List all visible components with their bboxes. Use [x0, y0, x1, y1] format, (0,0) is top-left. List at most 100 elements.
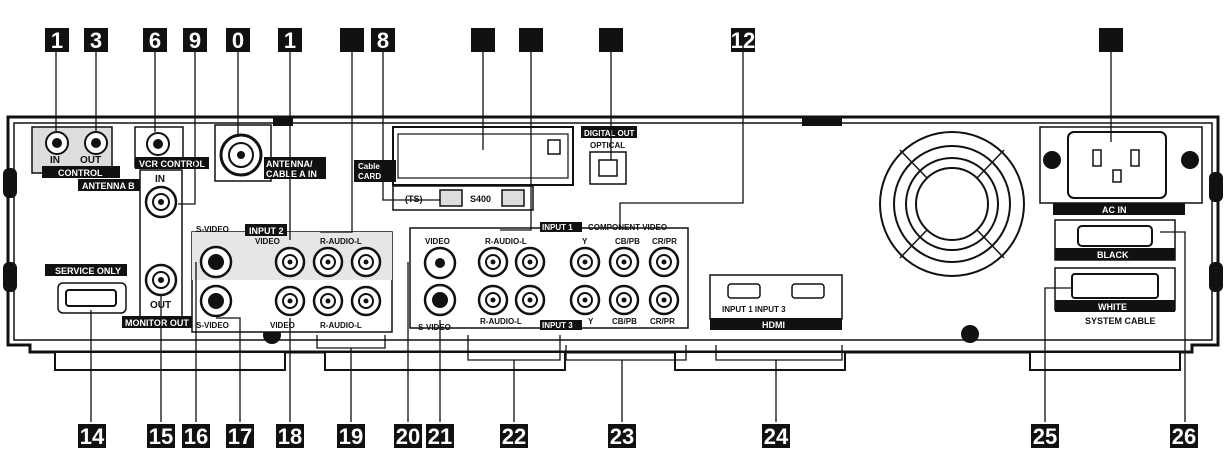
control-in-label: IN	[50, 155, 60, 166]
antenna-a-jack: ANTENNA/ CABLE A IN	[214, 124, 326, 182]
input-2-video-label: VIDEO	[255, 237, 280, 246]
input-2-rca-jack-5	[350, 285, 382, 317]
top-badge-1: 3	[84, 28, 108, 53]
bottom-badge-text-2: 16	[184, 424, 208, 449]
top-badge-11: 12	[731, 28, 755, 53]
cable-card-label-2: CARD	[358, 172, 381, 181]
bottom-badge-text-3: 17	[228, 424, 252, 449]
cable-card-slot: Cable CARD (TS) S400	[354, 126, 574, 211]
ts-label: (TS)	[405, 194, 423, 204]
bottom-badge-text-10: 24	[764, 424, 789, 449]
ac-in-label: AC IN	[1102, 205, 1127, 215]
top-badge-text-3: 9	[189, 28, 201, 53]
input-1-3-rca-jack-8	[608, 284, 640, 316]
ac-in-socket: AC IN	[1039, 126, 1203, 215]
input-1-video-label: VIDEO	[425, 237, 450, 246]
input-1-label: INPUT 1	[542, 223, 573, 232]
input-1-3-rca-jack-6	[514, 284, 546, 316]
input-1-3-rca-jack-3	[608, 246, 640, 278]
white-label: WHITE	[1098, 302, 1127, 312]
input-2-rca-jack-2	[350, 246, 382, 278]
digital-out-label: DIGITAL OUT	[584, 129, 634, 138]
bottom-badge-text-9: 23	[610, 424, 634, 449]
bottom-badge-text-5: 19	[339, 424, 363, 449]
input-3-cb-label: CB/PB	[612, 317, 637, 326]
top-badge-text-7: 8	[377, 28, 389, 53]
bottom-badge-text-8: 22	[502, 424, 526, 449]
bottom-leaders	[90, 231, 1186, 422]
input-1-3-rca-jack-1	[514, 246, 546, 278]
vcr-control-label: VCR CONTROL	[139, 159, 205, 169]
cable-card-label-1: Cable	[358, 162, 380, 171]
antenna-b-in-label: IN	[155, 174, 165, 185]
bottom-badge-1: 15	[147, 424, 175, 449]
bottom-badge-text-6: 20	[396, 424, 420, 449]
monitor-video-label: VIDEO	[270, 321, 295, 330]
cooling-fan	[879, 131, 1025, 277]
top-badge-5: 1	[278, 28, 302, 53]
top-badge-7: 8	[371, 28, 395, 53]
hdmi-inputs-label: INPUT 1 INPUT 3	[722, 305, 786, 314]
top-badge-12	[1099, 28, 1123, 52]
vcr-control-jack: VCR CONTROL	[134, 126, 209, 169]
service-only-label: SERVICE ONLY	[55, 266, 121, 276]
top-badge-text-1: 3	[90, 28, 102, 53]
input-2-rca-jack-4	[312, 285, 344, 317]
black-label: BLACK	[1097, 250, 1129, 260]
input-2-rca-jack-0	[274, 246, 306, 278]
input-1-3-block: INPUT 1 COMPONENT VIDEO VIDEO R-AUDIO-L …	[409, 222, 689, 332]
bottom-badge-7: 21	[426, 424, 454, 449]
input-3-audio-label: R-AUDIO-L	[480, 317, 522, 326]
bottom-badge-text-1: 15	[149, 424, 173, 449]
top-badge-3: 9	[183, 28, 207, 53]
input-2-audio-label: R-AUDIO-L	[320, 237, 362, 246]
top-badge-2: 6	[143, 28, 167, 53]
bottom-badge-text-11: 25	[1033, 424, 1057, 449]
top-badge-9	[519, 28, 543, 52]
input-3-cr-label: CR/PR	[650, 317, 675, 326]
top-leaders	[55, 52, 1112, 240]
top-badge-0: 1	[45, 28, 69, 53]
digital-out-optical: DIGITAL OUT OPTICAL	[581, 126, 637, 185]
input-2-rca-jack-3	[274, 285, 306, 317]
input-1-3-rca-jack-9	[648, 284, 680, 316]
input-3-label: INPUT 3	[542, 321, 573, 330]
input-2-block: INPUT 2 S-VIDEO VIDEO R-AUDIO-L S-VIDEO …	[191, 224, 393, 333]
input-1-y-label: Y	[582, 237, 588, 246]
bottom-badge-11: 25	[1031, 424, 1059, 449]
top-badge-8	[471, 28, 495, 52]
bottom-badge-12: 26	[1170, 424, 1198, 449]
monitor-audio-label: R-AUDIO-L	[320, 321, 362, 330]
control-label: CONTROL	[58, 168, 103, 178]
top-badge-text-5: 1	[284, 28, 296, 53]
top-badge-text-0: 1	[51, 28, 63, 53]
hdmi-block: INPUT 1 INPUT 3 HDMI	[709, 274, 843, 330]
monitor-out-label: MONITOR OUT	[125, 318, 189, 328]
top-badge-text-11: 12	[731, 28, 755, 53]
input-2-svideo-label: S-VIDEO	[196, 225, 229, 234]
bottom-badge-5: 19	[337, 424, 365, 449]
input-1-cb-label: CB/PB	[615, 237, 640, 246]
control-jacks: IN OUT CONTROL	[31, 126, 120, 178]
antenna-a-label-2: CABLE A IN	[266, 169, 317, 179]
system-cable-label: SYSTEM CABLE	[1085, 316, 1156, 326]
bottom-badge-6: 20	[394, 424, 422, 449]
hdmi-label: HDMI	[762, 320, 785, 330]
bottom-badge-text-0: 14	[80, 424, 105, 449]
input-1-3-rca-jack-5	[477, 284, 509, 316]
input-1-3-rca-jack-4	[648, 246, 680, 278]
bottom-badge-0: 14	[78, 424, 106, 449]
input-1-cr-label: CR/PR	[652, 237, 677, 246]
bottom-badge-10: 24	[762, 424, 790, 449]
component-video-label: COMPONENT VIDEO	[588, 223, 667, 232]
control-out-label: OUT	[80, 155, 101, 166]
input-2-rca-jack-1	[312, 246, 344, 278]
input-1-3-rca-jack-2	[569, 246, 601, 278]
service-only-port: SERVICE ONLY	[45, 264, 127, 314]
monitor-svideo-label: S-VIDEO	[196, 321, 229, 330]
top-badge-4: 0	[226, 28, 250, 53]
bottom-badge-8: 22	[500, 424, 528, 449]
input-1-audio-label: R-AUDIO-L	[485, 237, 527, 246]
bottom-badge-9: 23	[608, 424, 636, 449]
